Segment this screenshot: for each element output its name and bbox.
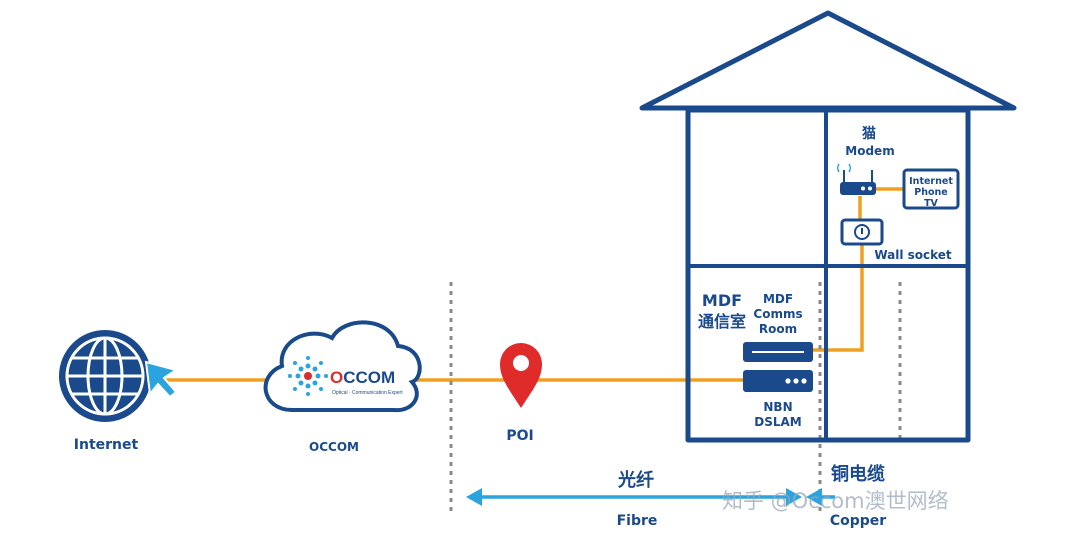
mdf-label-cn: 通信室 [698,312,746,331]
copper-arrow [806,488,835,506]
dslam-label: DSLAM [754,415,801,429]
modem-label-en: Modem [845,144,894,158]
internet-label: Internet [74,437,139,453]
cursor-arrow-icon [144,360,179,399]
house-roof [639,10,1017,111]
mdf-comms-device [743,342,813,362]
occom-logo-tagline: Optical · Communication Expert [332,390,403,396]
copper-label-cn: 铜电缆 [831,463,885,485]
fibre-label-en: Fibre [617,513,658,529]
poi-pin-icon [500,343,542,408]
occom-label: OCCOM [309,440,359,454]
copper-label-en: Copper [830,513,886,529]
mdf-comms-room-label-1: MDF [763,292,793,306]
modem-icon [840,170,876,195]
services-box [902,168,960,210]
services-label-tv: TV [924,198,938,209]
fibre-label-cn: 光纤 [617,469,654,491]
wall-socket-icon [840,218,884,246]
house [639,10,1017,443]
mdf-to-wall-socket-line [812,244,864,352]
fibre-arrow [466,488,802,506]
globe-icon [59,330,151,422]
services-label-internet: Internet [909,176,953,187]
wall-socket-label: Wall socket [874,248,952,262]
mdf-comms-room-label-3: Room [759,322,797,336]
modem-label-cn: 猫 [862,125,876,142]
mdf-label-en: MDF [702,291,742,310]
services-label-phone: Phone [914,187,947,198]
poi-label: POI [506,428,533,444]
mdf-comms-room-label-2: Comms [753,307,802,321]
boundary-lines [449,282,902,515]
occom-logo-icon [288,356,328,396]
watermark-text: 知乎 @Occom澳世网络 [722,489,949,513]
cloud-icon: OCCOM Optical · Communication Expert [263,320,422,413]
occom-logo-text: OCCOM [330,368,395,387]
nbn-dslam-device [743,370,813,392]
nbn-label: NBN [763,400,792,414]
wifi-signal-icon [837,163,851,173]
